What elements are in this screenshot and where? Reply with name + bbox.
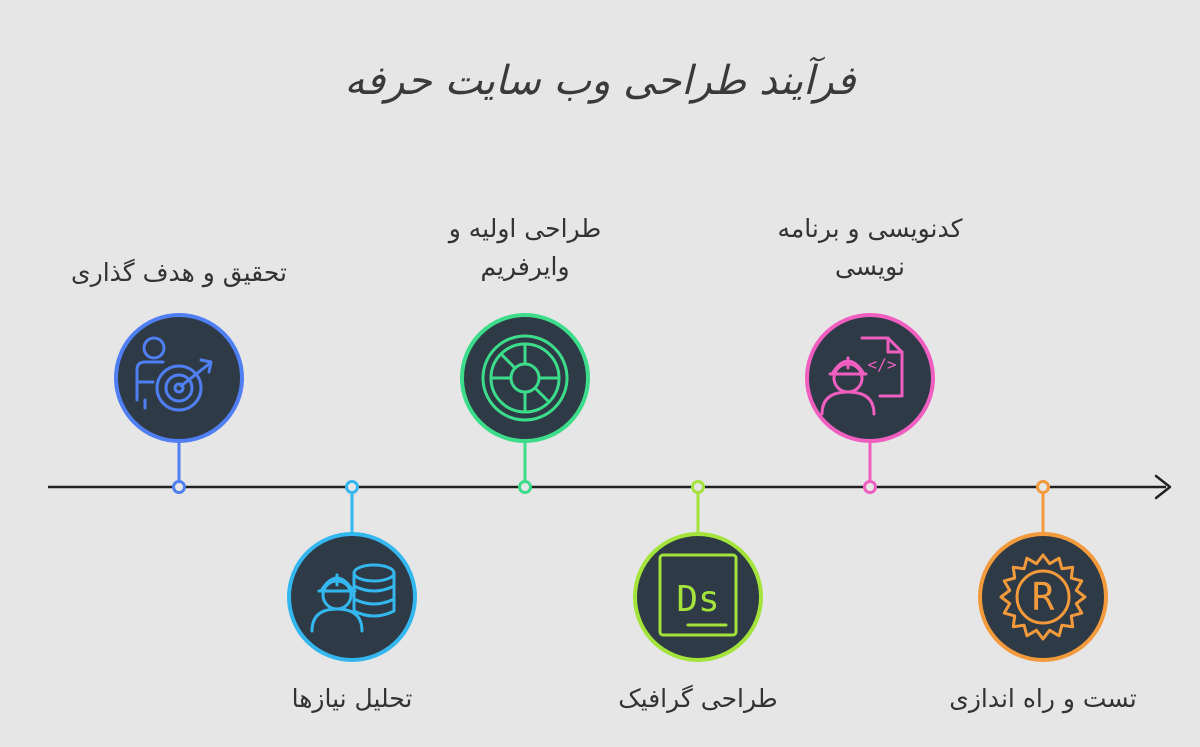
wheel-icon — [481, 334, 569, 422]
step-label-line: طراحی گرافیک — [618, 684, 778, 713]
diagram-title: فرآیند طراحی وب سایت حرفه — [344, 58, 856, 104]
icon-text: Ds — [676, 579, 719, 620]
step-requirements — [287, 480, 417, 662]
step-label-research: تحقیق و هدف گذاری — [19, 254, 339, 292]
worker-code-icon: </> — [820, 336, 904, 416]
timeline-arrowhead — [1154, 474, 1172, 500]
step-wireframe — [460, 313, 590, 494]
timeline-marker-dot — [691, 480, 705, 494]
step-circle — [805, 313, 935, 443]
timeline-marker-dot — [172, 480, 186, 494]
step-label-line: تحلیل نیازها — [291, 684, 413, 713]
step-coding: </> — [805, 313, 935, 494]
step-label-line: تست و راه اندازی — [949, 684, 1137, 713]
r-gear-icon: R — [999, 553, 1087, 641]
step-label-line: نویسی — [835, 252, 905, 281]
timeline-marker-dot — [345, 480, 359, 494]
step-label-line: تحقیق و هدف گذاری — [71, 258, 287, 287]
timeline-marker-dot — [1036, 480, 1050, 494]
timeline-marker-dot — [518, 480, 532, 494]
worker-database-icon — [310, 563, 396, 633]
step-label-line: کدنویسی و برنامه — [777, 214, 963, 243]
step-circle — [460, 313, 590, 443]
step-testing: R — [978, 480, 1108, 662]
step-circle — [633, 532, 763, 662]
step-label-coding: کدنویسی و برنامه نویسی — [710, 210, 1030, 286]
step-label-graphic: طراحی گرافیک — [538, 680, 858, 718]
step-research — [114, 313, 244, 494]
icon-text: </> — [868, 355, 897, 374]
ds-badge-icon: Ds — [658, 553, 738, 637]
icon-text: R — [1032, 575, 1055, 619]
step-graphic: Ds — [633, 480, 763, 662]
step-label-line: طراحی اولیه و — [448, 214, 602, 243]
step-circle — [978, 532, 1108, 662]
timeline-marker-dot — [863, 480, 877, 494]
step-label-testing: تست و راه اندازی — [883, 680, 1200, 718]
step-label-line: وایرفریم — [480, 252, 570, 281]
step-label-requirements: تحلیل نیازها — [192, 680, 512, 718]
step-circle — [114, 313, 244, 443]
target-person-icon — [135, 336, 213, 412]
step-label-wireframe: طراحی اولیه و وایرفریم — [365, 210, 685, 286]
